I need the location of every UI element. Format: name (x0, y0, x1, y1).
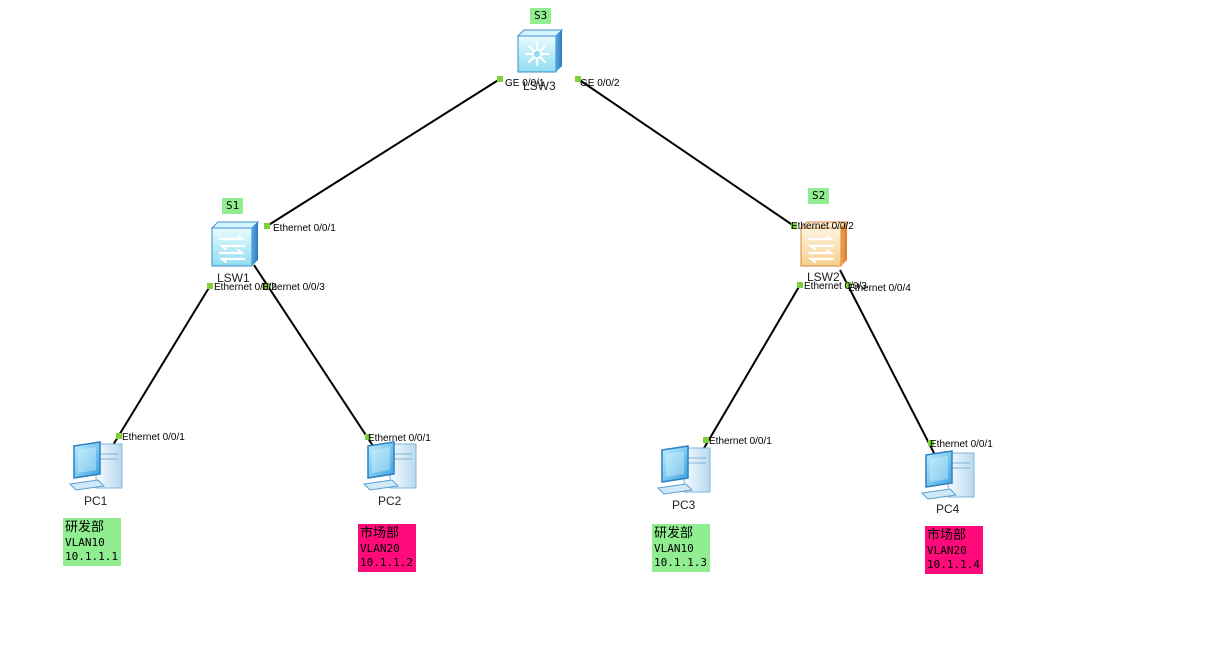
note-pc1: 研发部 VLAN10 10.1.1.1 (63, 518, 121, 566)
pc-icon[interactable] (362, 441, 417, 491)
port-label: Ethernet 0/0/3 (804, 281, 867, 292)
device-name-pc2: PC2 (378, 494, 402, 508)
note-ip: 10.1.1.3 (654, 556, 707, 569)
port-label: GE 0/0/2 (580, 78, 620, 89)
port-label: Ethernet 0/0/2 (791, 221, 854, 232)
device-name-lsw3: LSW3 (523, 79, 556, 93)
note-vlan: VLAN10 (654, 542, 694, 555)
link-lsw2-pc4[interactable] (839, 269, 936, 456)
port-dot (791, 223, 797, 229)
note-ip: 10.1.1.1 (65, 550, 118, 563)
note-dept: 市场部 (360, 526, 400, 541)
device-tag-s3: S3 (530, 8, 552, 24)
port-dot (365, 434, 371, 440)
port-label: Ethernet 0/0/1 (930, 439, 993, 450)
port-label: Ethernet 0/0/4 (848, 283, 911, 294)
port-dot (264, 223, 270, 229)
port-label: Ethernet 0/0/2 (214, 282, 277, 293)
port-dot (845, 282, 851, 288)
link-lsw3-lsw2[interactable] (577, 78, 795, 227)
note-dept: 研发部 (65, 520, 105, 535)
note-pc4: 市场部 VLAN20 10.1.1.4 (925, 526, 983, 574)
port-dot (703, 437, 709, 443)
device-name-pc1: PC1 (84, 494, 108, 508)
port-label: Ethernet 0/0/1 (122, 432, 185, 443)
link-lsw1-pc1[interactable] (109, 285, 211, 451)
pc-icon[interactable] (920, 450, 975, 500)
device-name-lsw1: LSW1 (217, 271, 250, 285)
link-lsw3-lsw1[interactable] (266, 78, 501, 227)
pc-icon[interactable] (656, 445, 711, 495)
port-dot (575, 76, 581, 82)
pc-icon[interactable] (68, 441, 123, 491)
note-dept: 市场部 (927, 528, 967, 543)
links (109, 78, 936, 456)
port-dot (928, 440, 934, 446)
note-vlan: VLAN20 (360, 542, 400, 555)
device-name-lsw2: LSW2 (807, 270, 840, 284)
port-dot (263, 283, 269, 289)
note-pc2: 市场部 VLAN20 10.1.1.2 (358, 524, 416, 572)
note-pc3: 研发部 VLAN10 10.1.1.3 (652, 524, 710, 572)
note-ip: 10.1.1.2 (360, 556, 413, 569)
device-name-pc3: PC3 (672, 498, 696, 512)
core-switch-icon[interactable] (516, 29, 564, 73)
note-vlan: VLAN10 (65, 536, 105, 549)
note-dept: 研发部 (654, 526, 694, 541)
link-lsw1-pc2[interactable] (253, 264, 378, 453)
port-dot (797, 282, 803, 288)
note-vlan: VLAN20 (927, 544, 967, 557)
device-name-pc4: PC4 (936, 502, 960, 516)
switch-icon[interactable] (799, 221, 849, 267)
note-ip: 10.1.1.4 (927, 558, 980, 571)
device-tag-s2: S2 (808, 188, 830, 204)
device-tag-s1: S1 (222, 198, 244, 214)
port-dot (116, 433, 122, 439)
switch-icon[interactable] (210, 221, 260, 267)
port-dots (116, 76, 934, 446)
port-label: Ethernet 0/0/1 (709, 436, 772, 447)
port-label: Ethernet 0/0/3 (262, 282, 325, 293)
port-dot (497, 76, 503, 82)
port-dot (207, 283, 213, 289)
port-label: GE 0/0/1 (505, 78, 545, 89)
port-label: Ethernet 0/0/1 (368, 433, 431, 444)
link-lsw2-pc3[interactable] (699, 284, 801, 456)
port-label: Ethernet 0/0/1 (273, 223, 336, 234)
